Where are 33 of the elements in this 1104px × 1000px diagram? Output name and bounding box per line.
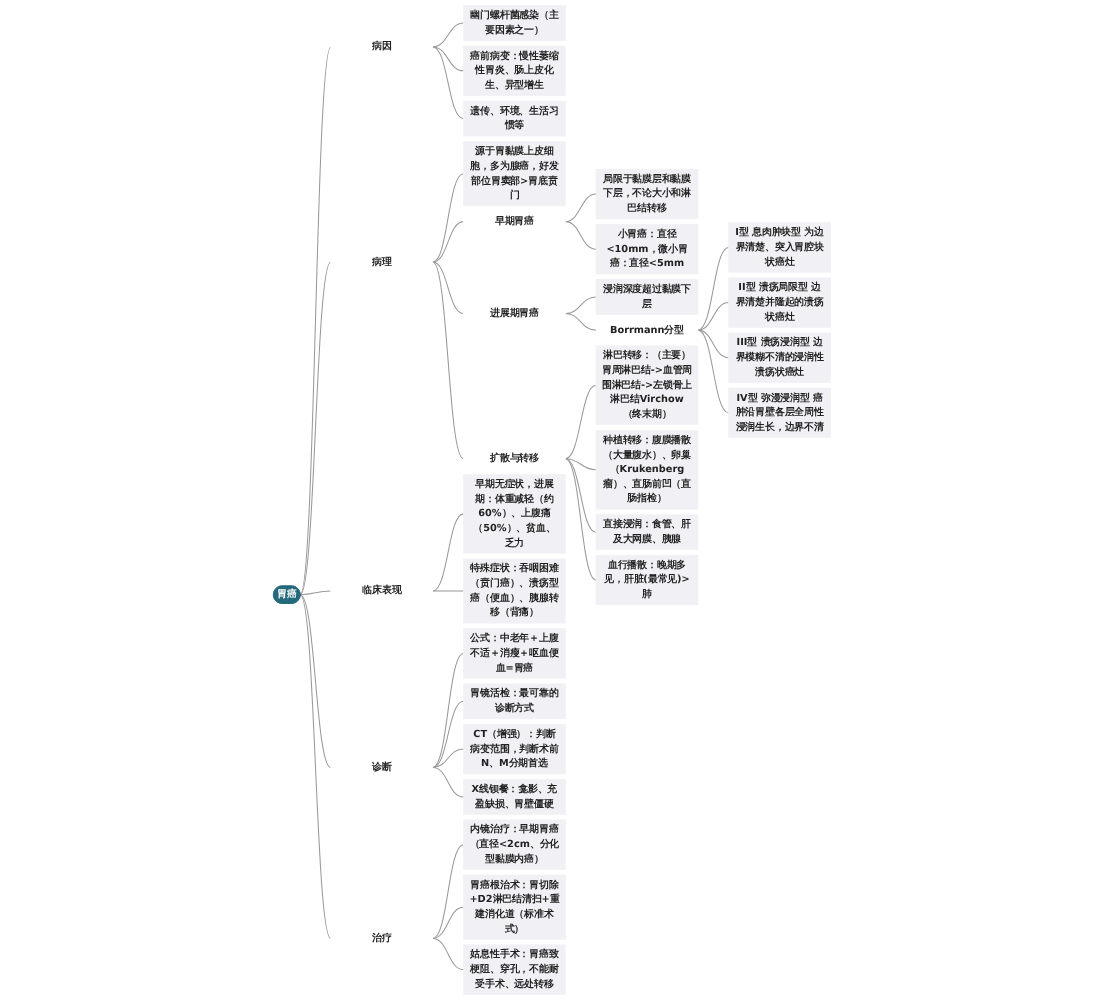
- connector: [432, 22, 464, 48]
- connector: [697, 329, 730, 359]
- connector: [564, 296, 597, 315]
- connector: [432, 46, 464, 72]
- connector: [432, 844, 464, 939]
- connector: [432, 261, 464, 460]
- connector: [564, 313, 597, 331]
- connector: [564, 221, 597, 250]
- connector: [564, 458, 597, 471]
- connector: [697, 329, 730, 414]
- connector: [432, 700, 464, 768]
- connector: [432, 221, 464, 263]
- connector: [564, 458, 597, 581]
- connector: [299, 594, 332, 939]
- connector: [299, 261, 332, 596]
- connector: [432, 513, 464, 592]
- connector: [432, 261, 464, 315]
- connector: [299, 590, 332, 596]
- connector: [432, 652, 464, 768]
- connector: [564, 193, 597, 223]
- connector: [432, 46, 464, 120]
- connector: [564, 384, 597, 460]
- connector: [432, 590, 464, 592]
- connector: [564, 458, 597, 533]
- connector: [432, 906, 464, 939]
- connector: [299, 46, 332, 596]
- connector: [299, 594, 332, 768]
- connector: [432, 173, 464, 263]
- connector: [432, 766, 464, 798]
- connector: [697, 246, 730, 331]
- connector: [432, 937, 464, 971]
- connector: [697, 302, 730, 331]
- connector: [432, 748, 464, 768]
